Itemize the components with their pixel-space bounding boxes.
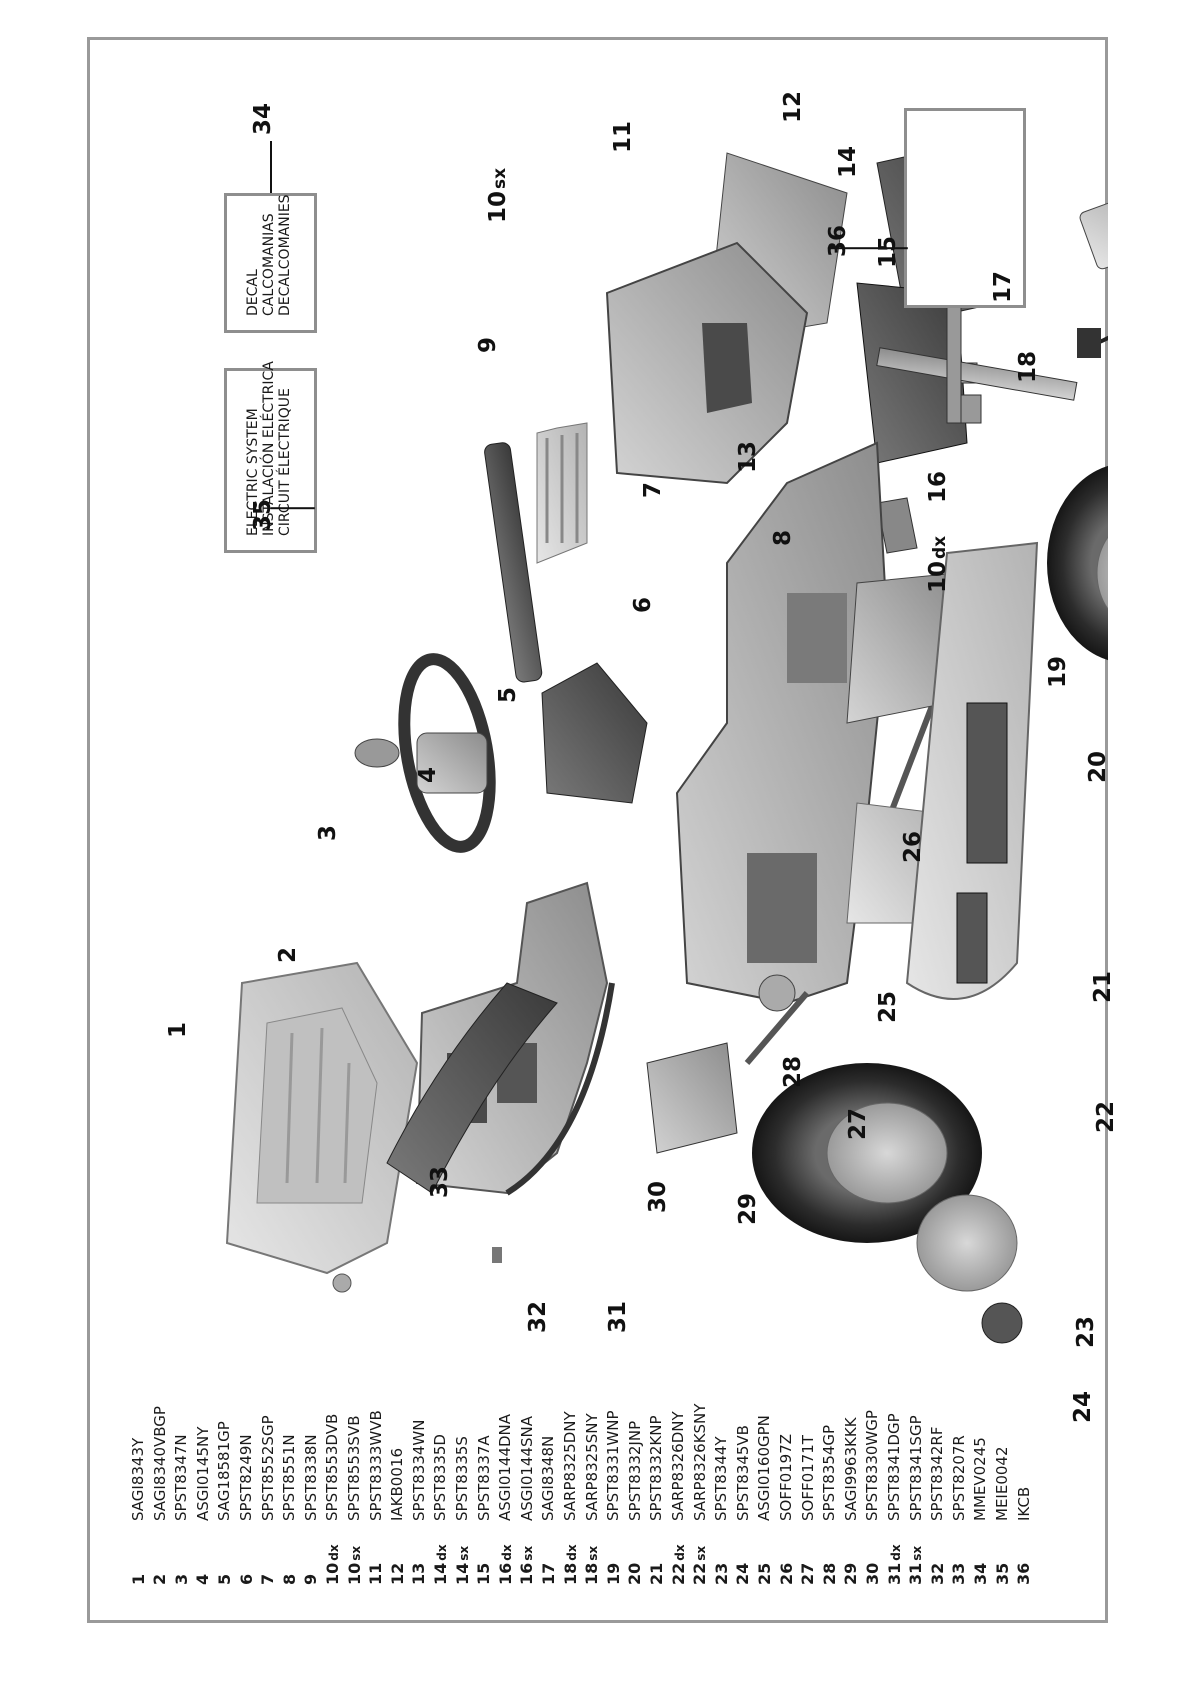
callout-10dx: 10dx bbox=[925, 535, 951, 593]
parts-illustration bbox=[225, 142, 1108, 1344]
callout-26: 26 bbox=[900, 830, 926, 863]
axle-27-part bbox=[744, 991, 810, 1065]
callout-6: 6 bbox=[630, 596, 656, 613]
callout-29: 29 bbox=[735, 1192, 761, 1225]
callout-13: 13 bbox=[735, 440, 761, 473]
callout-19: 19 bbox=[1045, 655, 1071, 688]
callout-21: 21 bbox=[1090, 970, 1116, 1003]
motor-part bbox=[646, 1042, 738, 1154]
callout-1: 1 bbox=[165, 1021, 191, 1038]
mat-21-part bbox=[956, 892, 988, 984]
callout-18: 18 bbox=[1015, 350, 1041, 383]
callout-27: 27 bbox=[845, 1107, 871, 1140]
callout-5: 5 bbox=[495, 686, 521, 703]
callout-3: 3 bbox=[315, 824, 341, 841]
callout-33: 33 bbox=[427, 1165, 453, 1198]
clip-32-part bbox=[492, 1247, 502, 1263]
grille-part bbox=[536, 422, 588, 564]
callout-16: 16 bbox=[925, 470, 951, 503]
mat-20-part bbox=[966, 702, 1008, 864]
seat-part bbox=[225, 961, 419, 1275]
steering-column-part bbox=[484, 442, 543, 683]
hood-part bbox=[605, 241, 809, 485]
callout-20: 20 bbox=[1085, 750, 1111, 783]
chassis-part bbox=[675, 441, 889, 1005]
rod-26-part bbox=[884, 691, 940, 825]
decal-line-2: CALCOMANIAS bbox=[261, 213, 277, 316]
gear-28-part bbox=[758, 974, 796, 1012]
decal-leader bbox=[270, 141, 272, 193]
callout-34: 34 bbox=[250, 102, 276, 135]
callout-25: 25 bbox=[875, 990, 901, 1023]
dash-part-5 bbox=[541, 662, 648, 804]
callout-31: 31 bbox=[605, 1300, 631, 1333]
nut-33-part bbox=[332, 1273, 352, 1293]
cap-3-part bbox=[354, 738, 400, 768]
page-frame bbox=[87, 37, 1108, 1623]
callout-22: 22 bbox=[1093, 1100, 1119, 1133]
callout-17: 17 bbox=[990, 270, 1016, 303]
electric-line-3: CIRCUIT ÉLECTRIQUE bbox=[277, 388, 293, 536]
callout-2: 2 bbox=[275, 946, 301, 963]
exploded-parts-diagram: ELECTRIC SYSTEM INSTALACIÓN ELÉCTRICA CI… bbox=[87, 37, 1120, 1623]
charger-illustration bbox=[1077, 196, 1108, 358]
front-axle-part bbox=[876, 302, 1078, 424]
callout-11: 11 bbox=[610, 120, 636, 153]
callout-24: 24 bbox=[1070, 1390, 1096, 1423]
front-wheel-part bbox=[1047, 463, 1108, 663]
decal-line-3: DECALCOMANIES bbox=[277, 194, 293, 316]
callout-8: 8 bbox=[770, 529, 796, 546]
part-code: IKCB bbox=[1014, 1486, 1033, 1521]
decal-box: DECAL CALCOMANIAS DECALCOMANIES bbox=[224, 193, 317, 333]
steering-wheel-part bbox=[398, 653, 496, 853]
callout-30: 30 bbox=[645, 1180, 671, 1213]
callout-15: 15 bbox=[875, 235, 901, 268]
wheel-nut-part bbox=[981, 1302, 1023, 1344]
parts-list-row: 36 IKCB bbox=[1009, 1487, 1039, 1585]
callout-28: 28 bbox=[780, 1055, 806, 1088]
callout-4: 4 bbox=[415, 766, 441, 783]
fender-part bbox=[386, 982, 558, 1194]
decal-line-1: DECAL bbox=[245, 269, 261, 316]
callout-23: 23 bbox=[1073, 1315, 1099, 1348]
callout-32: 32 bbox=[525, 1300, 551, 1333]
callout-35: 35 bbox=[250, 498, 276, 531]
hubcap-part bbox=[916, 1194, 1018, 1292]
callout-14: 14 bbox=[835, 145, 861, 178]
rear-wheel-part bbox=[752, 1063, 982, 1243]
callout-7: 7 bbox=[640, 481, 666, 498]
part-number: 36 bbox=[1014, 1562, 1034, 1585]
callout-12: 12 bbox=[780, 90, 806, 123]
callout-10sx: 10sx bbox=[485, 167, 511, 223]
electric-leader bbox=[270, 507, 315, 509]
callout-36: 36 bbox=[825, 224, 851, 257]
callout-9: 9 bbox=[475, 336, 501, 353]
